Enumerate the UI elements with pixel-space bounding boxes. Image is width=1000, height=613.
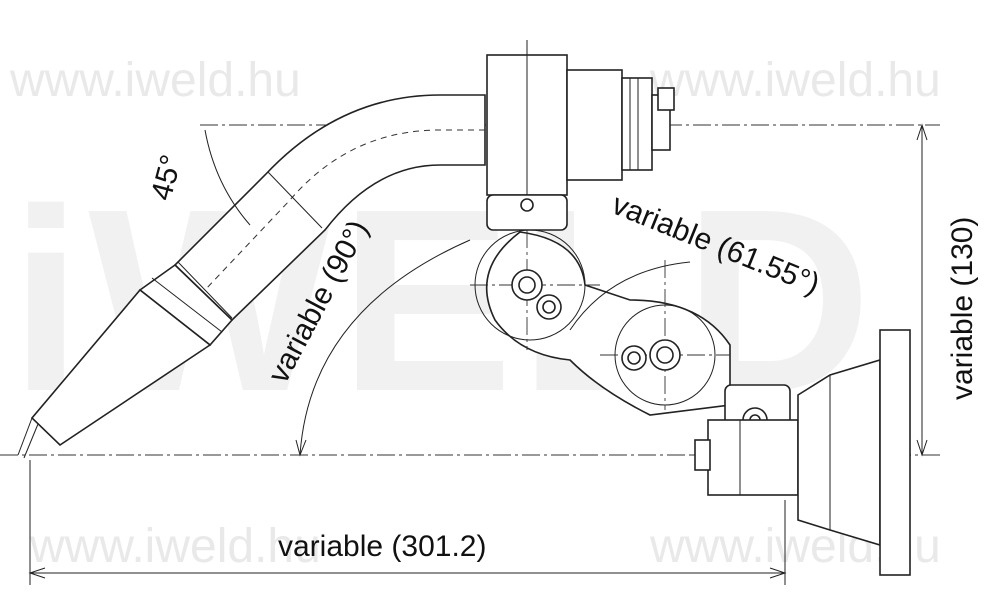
upper-bracket	[486, 194, 568, 231]
mount-flange	[797, 329, 911, 576]
length-dimension	[28, 460, 787, 585]
angle-45-arc	[204, 129, 251, 226]
torch-nozzle	[17, 263, 234, 459]
watermark-top-left: www.iweld.hu	[9, 54, 301, 107]
height-dimension	[916, 123, 928, 457]
height-label: variable (130)	[946, 217, 979, 400]
mount-bracket	[694, 384, 799, 496]
joint-upper	[511, 269, 562, 320]
watermark-bottom-left: www.iweld.hu	[29, 520, 321, 573]
joint-lower	[621, 339, 681, 371]
length-label: variable (301.2)	[278, 530, 486, 563]
watermark-top-right: www.iweld.hu	[649, 54, 941, 107]
torch-head	[486, 40, 675, 215]
angle-61-arc	[569, 261, 691, 331]
angle-90-arc	[299, 239, 471, 456]
torch-neck	[173, 94, 486, 322]
